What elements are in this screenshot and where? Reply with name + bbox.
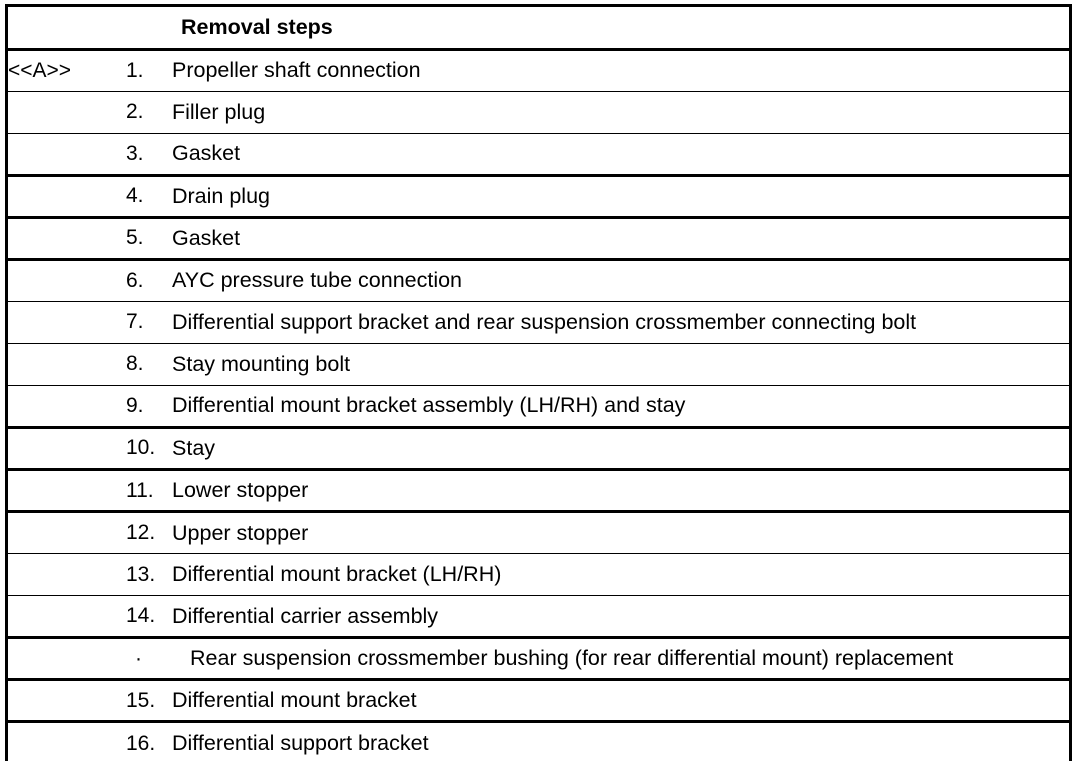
cell-spacer <box>118 511 126 555</box>
cell-step-description: AYC pressure tube connection <box>172 259 1069 302</box>
cell-reference: <<A>> <box>8 49 118 92</box>
cell-bullet-marker: · <box>126 637 172 682</box>
table-row: <<A>>1.Propeller shaft connection <box>8 49 1069 92</box>
cell-step-number: 9. <box>126 385 172 429</box>
table-row: 16.Differential support bracket <box>8 721 1069 764</box>
cell-step-description: Differential carrier assembly <box>172 595 1069 640</box>
table-row: 4.Drain plug <box>8 175 1069 219</box>
cell-spacer <box>118 301 126 344</box>
cell-spacer <box>118 721 126 764</box>
table-header-row: Removal steps <box>8 7 1069 51</box>
cell-spacer <box>118 133 126 177</box>
cell-spacer <box>118 469 126 514</box>
cell-step-description: Differential mount bracket assembly (LH/… <box>172 385 1069 429</box>
table-row: 6.AYC pressure tube connection <box>8 259 1069 302</box>
table-row: 15.Differential mount bracket <box>8 679 1069 724</box>
table-row: 10.Stay <box>8 427 1069 472</box>
cell-step-description: Gasket <box>172 217 1069 261</box>
cell-reference <box>8 637 118 682</box>
cell-step-description: Differential mount bracket <box>172 679 1069 724</box>
table-row: 12.Upper stopper <box>8 511 1069 555</box>
table-row: 14.Differential carrier assembly <box>8 595 1069 640</box>
cell-step-number: 2. <box>126 91 172 134</box>
cell-step-description: Gasket <box>172 133 1069 177</box>
cell-spacer <box>118 175 126 219</box>
cell-spacer <box>118 385 126 429</box>
cell-reference <box>8 427 118 472</box>
cell-step-number: 10. <box>126 427 172 472</box>
cell-step-description: Propeller shaft connection <box>172 49 1069 92</box>
cell-step-number: 3. <box>126 133 172 177</box>
cell-step-number: 11. <box>126 469 172 514</box>
table-row: 11.Lower stopper <box>8 469 1069 514</box>
cell-reference <box>8 175 118 219</box>
cell-step-number: 13. <box>126 553 172 597</box>
table-row: 3.Gasket <box>8 133 1069 177</box>
table-row: ·Rear suspension crossmember bushing (fo… <box>8 637 1069 682</box>
cell-reference <box>8 511 118 555</box>
cell-spacer <box>118 343 126 386</box>
cell-step-number: 16. <box>126 721 172 764</box>
cell-step-number: 15. <box>126 679 172 724</box>
cell-step-description: Rear suspension crossmember bushing (for… <box>172 637 1069 682</box>
cell-step-number: 7. <box>126 301 172 344</box>
table-row: 9.Differential mount bracket assembly (L… <box>8 385 1069 429</box>
table-row: 13.Differential mount bracket (LH/RH) <box>8 553 1069 597</box>
cell-step-description: Stay mounting bolt <box>172 343 1069 386</box>
cell-step-number: 5. <box>126 217 172 261</box>
cell-step-description: Differential support bracket and rear su… <box>172 301 1069 344</box>
cell-reference <box>8 301 118 344</box>
cell-spacer <box>118 91 126 134</box>
table-row: 7.Differential support bracket and rear … <box>8 301 1069 344</box>
cell-reference <box>8 469 118 514</box>
cell-spacer <box>118 49 126 92</box>
cell-step-description: Upper stopper <box>172 511 1069 555</box>
cell-reference <box>8 343 118 386</box>
cell-step-description: Differential mount bracket (LH/RH) <box>172 553 1069 597</box>
cell-spacer <box>118 217 126 261</box>
cell-step-number: 12. <box>126 511 172 555</box>
cell-spacer <box>118 553 126 597</box>
table-row: 8.Stay mounting bolt <box>8 343 1069 386</box>
cell-reference <box>8 595 118 640</box>
cell-step-number: 1. <box>126 49 172 92</box>
cell-reference <box>8 133 118 177</box>
cell-step-description: Drain plug <box>172 175 1069 219</box>
cell-spacer <box>118 259 126 302</box>
cell-reference <box>8 91 118 134</box>
cell-step-description: Lower stopper <box>172 469 1069 514</box>
cell-step-number: 4. <box>126 175 172 219</box>
cell-step-description: Filler plug <box>172 91 1069 134</box>
cell-step-number: 8. <box>126 343 172 386</box>
table-grid: Removal steps<<A>>1.Propeller shaft conn… <box>8 7 1069 764</box>
cell-reference <box>8 553 118 597</box>
header-cell-number <box>126 7 172 51</box>
cell-reference <box>8 679 118 724</box>
cell-reference <box>8 259 118 302</box>
cell-spacer <box>118 679 126 724</box>
cell-step-description: Stay <box>172 427 1069 472</box>
table-row: 2.Filler plug <box>8 91 1069 134</box>
removal-steps-table: Removal steps<<A>>1.Propeller shaft conn… <box>5 4 1072 764</box>
column-header-removal-steps: Removal steps <box>172 7 1069 51</box>
cell-reference <box>8 385 118 429</box>
cell-step-number: 14. <box>126 595 172 640</box>
cell-reference <box>8 721 118 764</box>
table-row: 5.Gasket <box>8 217 1069 261</box>
cell-spacer <box>118 595 126 640</box>
cell-reference <box>8 217 118 261</box>
header-cell-reference <box>8 7 118 51</box>
cell-step-number: 6. <box>126 259 172 302</box>
cell-step-description: Differential support bracket <box>172 721 1069 764</box>
table-body: Removal steps<<A>>1.Propeller shaft conn… <box>8 7 1069 764</box>
header-cell-spacer <box>118 7 126 51</box>
cell-spacer <box>118 637 126 682</box>
cell-spacer <box>118 427 126 472</box>
